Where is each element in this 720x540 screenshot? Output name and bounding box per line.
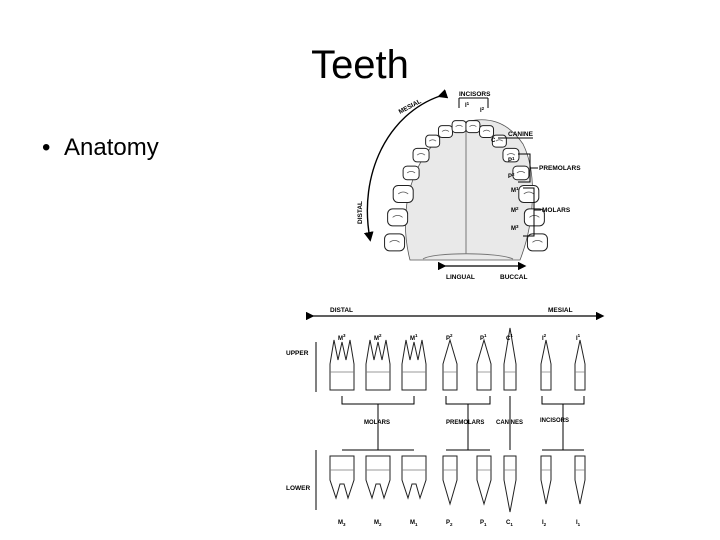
lower-tooth-code: M2 — [374, 520, 382, 527]
upper-tooth-code: M3 — [338, 333, 346, 342]
lower-tooth — [330, 456, 354, 498]
lower-tooth-codes: M3 M2 M1 P2 P1 C1 I2 I1 — [338, 520, 581, 527]
arch-tooth — [393, 185, 413, 202]
arch-tooth — [388, 209, 408, 226]
lower-tooth — [443, 456, 457, 504]
arch-tooth — [513, 166, 529, 180]
lower-tooth-code: M1 — [410, 520, 418, 527]
lower-tooth-code: P2 — [446, 520, 453, 527]
upper-tooth — [575, 340, 585, 390]
lower-tooth — [504, 456, 516, 512]
incisors-group-label: INCISORS — [540, 418, 569, 424]
upper-tooth — [477, 340, 491, 390]
arch-tooth — [413, 148, 429, 162]
distal-label: DISTAL — [357, 201, 364, 224]
bullet-item-anatomy: •Anatomy — [42, 133, 159, 163]
upper-tooth — [443, 340, 457, 390]
lower-tooth-code: I1 — [576, 520, 581, 527]
upper-tooth-code: P2 — [446, 333, 453, 342]
arch-tooth — [438, 126, 452, 138]
incisors-label: INCISORS — [459, 91, 491, 98]
lingual-label: LINGUAL — [446, 274, 475, 281]
arch-tooth — [385, 234, 405, 251]
arch-tooth — [426, 135, 440, 147]
lower-tooth — [402, 456, 426, 498]
upper-tooth-code: M1 — [410, 333, 418, 342]
lower-teeth-row — [330, 456, 585, 512]
lower-tooth — [575, 456, 585, 504]
bullet-dot: • — [42, 133, 64, 163]
c-code: C — [491, 138, 496, 144]
upper-tooth — [541, 340, 551, 390]
lower-row-label: LOWER — [286, 485, 310, 492]
teeth-side-chart: DISTAL MESIAL UPPER LOWER MOLARS PREMOLA… — [284, 300, 614, 530]
upper-tooth — [366, 340, 390, 390]
lower-tooth-code: I2 — [542, 520, 547, 527]
canines-group-label: CANINES — [496, 420, 523, 426]
premolars-label: PREMOLARS — [539, 165, 581, 172]
upper-tooth — [330, 340, 354, 390]
lower-tooth-code: M3 — [338, 520, 346, 527]
i2-code: I2 — [480, 106, 485, 114]
upper-tooth-code: P1 — [480, 333, 487, 342]
upper-tooth — [402, 340, 426, 390]
lower-tooth-code: P1 — [480, 520, 487, 527]
bullet-text: Anatomy — [64, 134, 159, 161]
upper-row-label: UPPER — [286, 350, 309, 357]
lower-tooth — [541, 456, 551, 504]
i1-code: I1 — [465, 101, 470, 109]
lower-tooth — [477, 456, 491, 504]
molars-label: MOLARS — [542, 207, 571, 214]
dental-arch-diagram: MESIAL DISTAL INCISORS I1 I2 CANINE C PR… — [348, 84, 600, 284]
mesial-label-chart: MESIAL — [548, 307, 573, 314]
lower-tooth-code: C1 — [506, 520, 513, 527]
buccal-label: BUCCAL — [500, 274, 527, 281]
arch-tooth — [466, 121, 480, 133]
arch-tooth — [403, 166, 419, 180]
arch-tooth — [452, 121, 466, 133]
premolars-group-label: PREMOLARS — [446, 420, 484, 426]
upper-tooth-code: M2 — [374, 333, 382, 342]
slide-title: Teeth — [0, 40, 720, 90]
distal-label-chart: DISTAL — [330, 307, 353, 314]
molars-group-label: MOLARS — [364, 420, 390, 426]
arch-tooth — [480, 126, 494, 138]
lower-tooth — [366, 456, 390, 498]
canine-label: CANINE — [508, 131, 534, 138]
upper-teeth-row — [330, 328, 585, 390]
